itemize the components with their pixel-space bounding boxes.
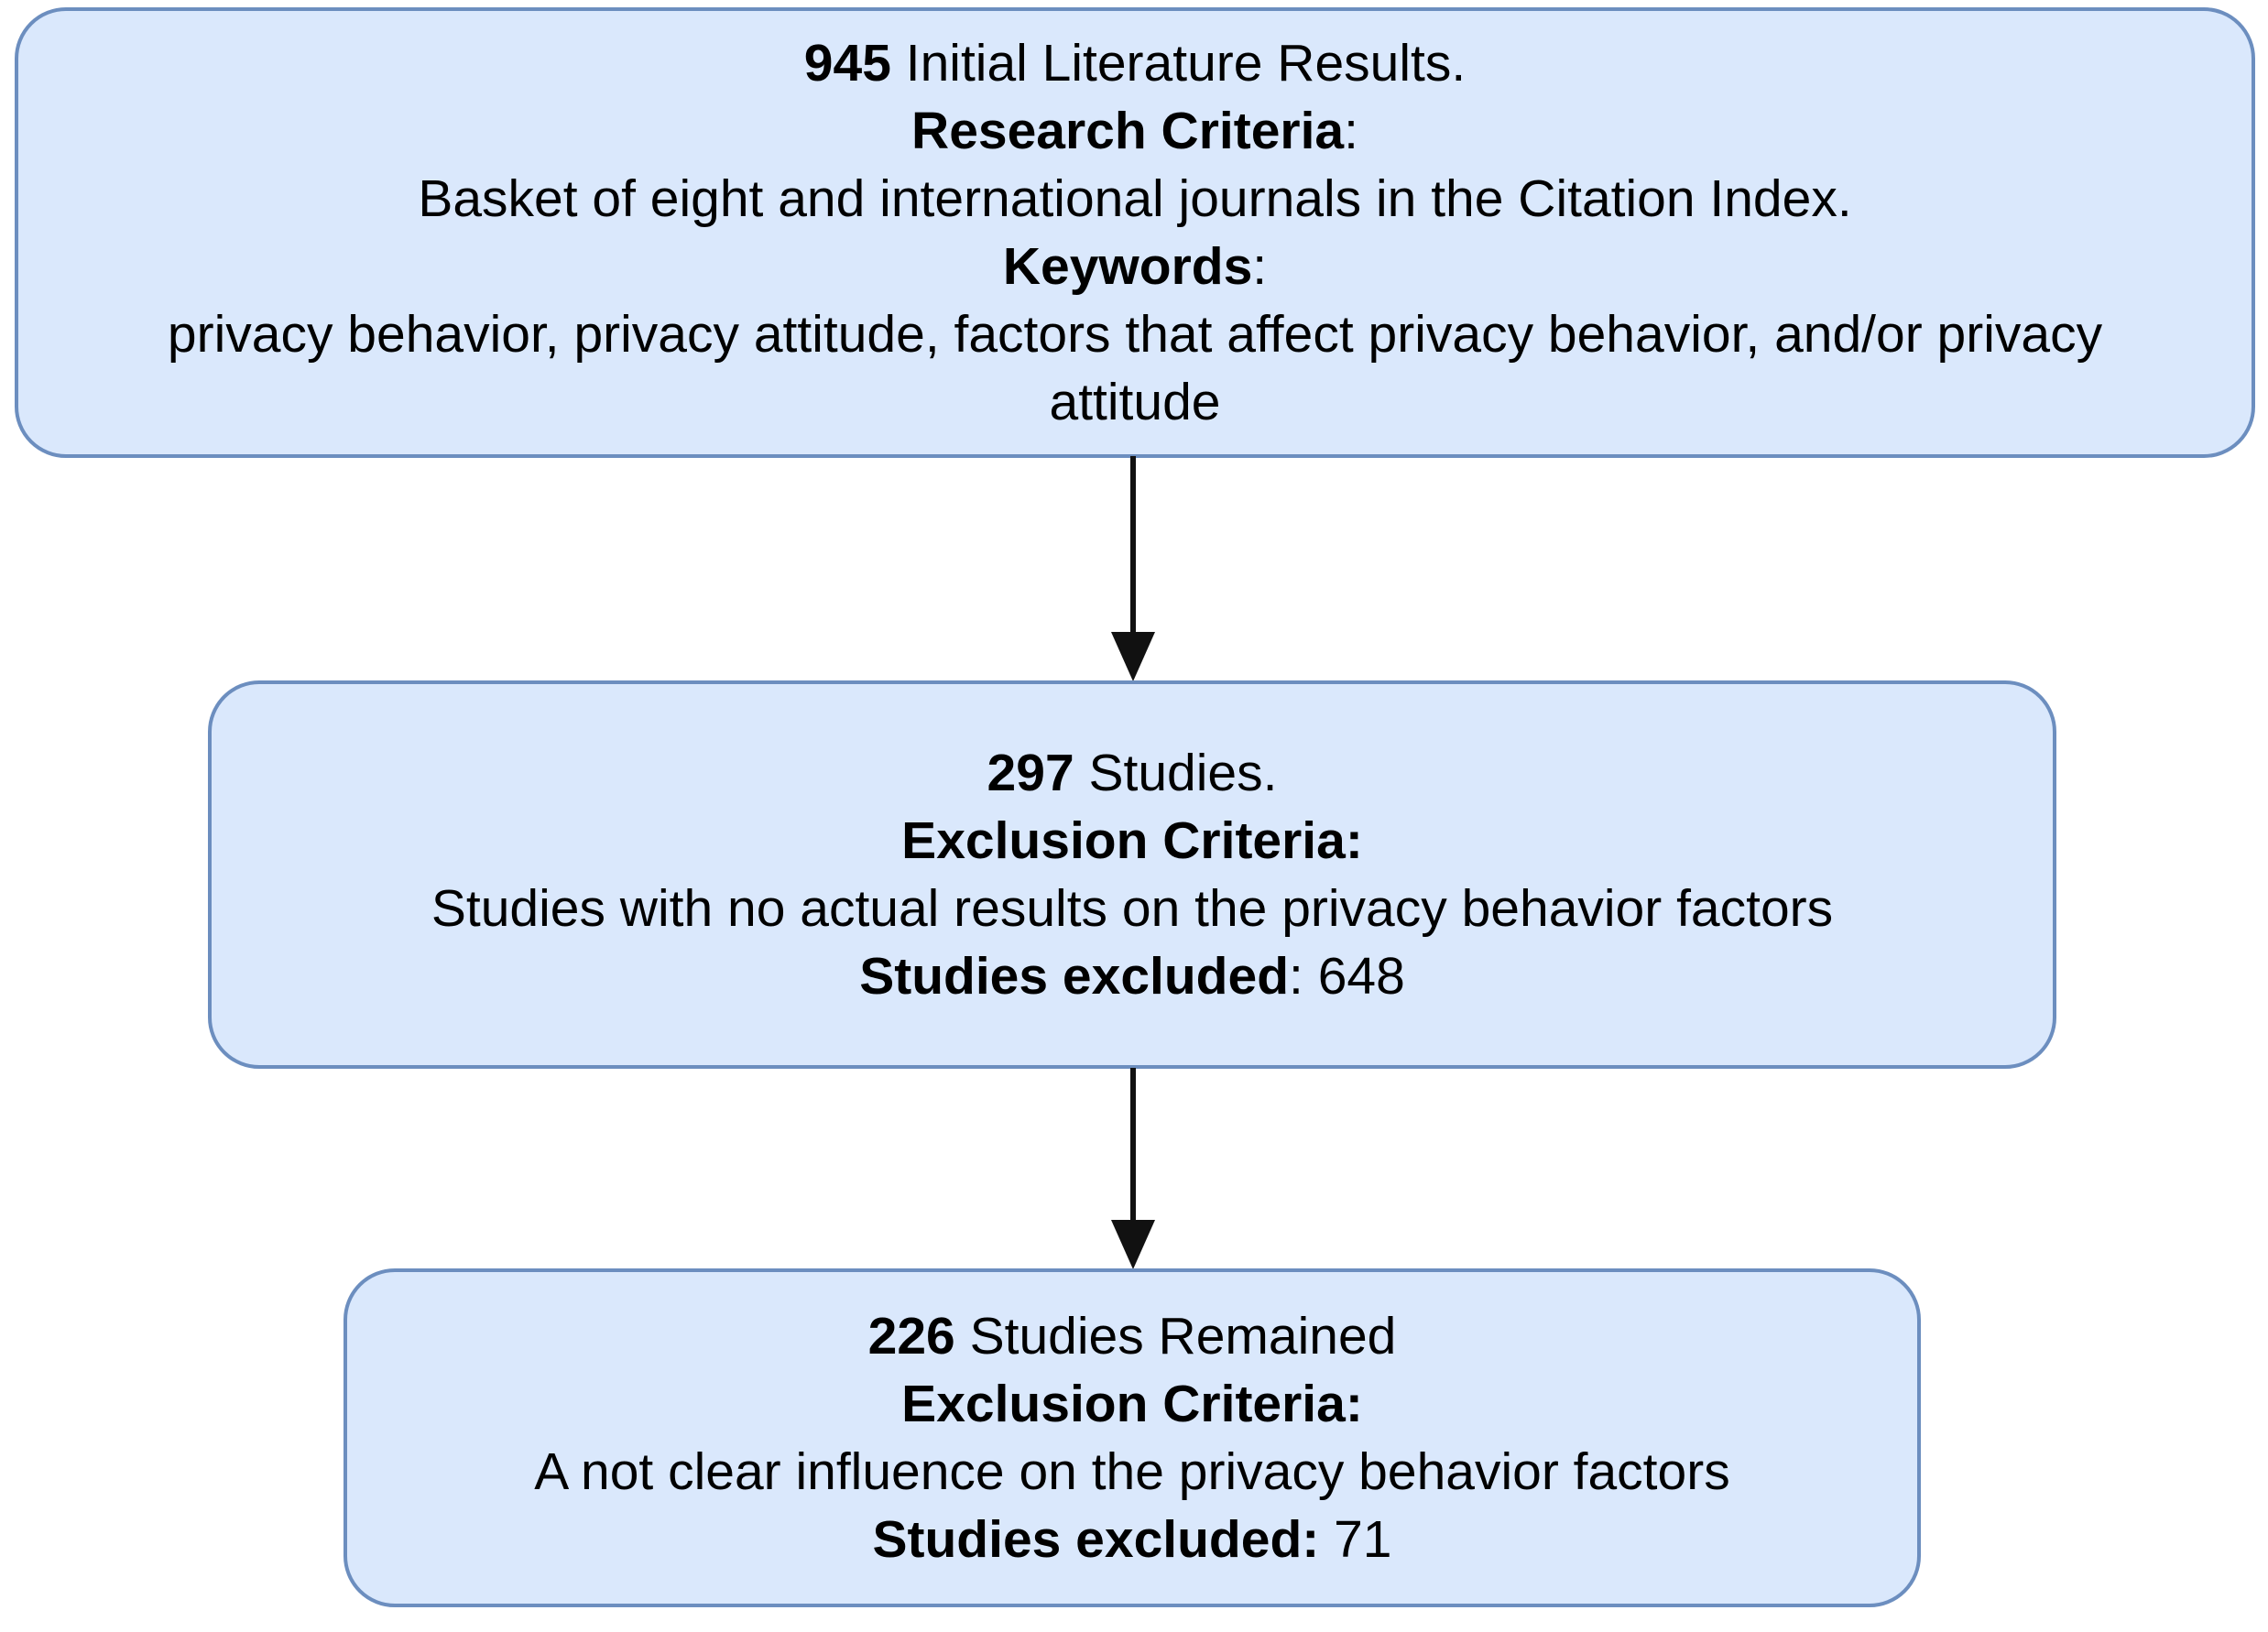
- excluded-label: Studies excluded: [859, 947, 1290, 1006]
- box-text-line: 297 Studies.: [987, 739, 1278, 807]
- connector-arrow-down-1: [1111, 456, 1155, 681]
- section-label: Keywords: [1002, 237, 1253, 296]
- flow-box-297-studies: 297 Studies. Exclusion Criteria: Studies…: [208, 680, 2056, 1069]
- section-label: Exclusion Criteria:: [901, 811, 1363, 870]
- section-label: Exclusion Criteria:: [901, 1375, 1363, 1433]
- box-text-line: 945 Initial Literature Results.: [804, 29, 1466, 97]
- box-text-line: attitude: [1050, 368, 1221, 436]
- box-text-line: Studies with no actual results on the pr…: [431, 875, 1833, 942]
- box-text-line: Studies excluded: 648: [859, 942, 1405, 1010]
- line-text: Studies Remained: [954, 1307, 1397, 1365]
- box-text-line: 226 Studies Remained: [868, 1302, 1397, 1370]
- box-text-line: Exclusion Criteria:: [901, 1370, 1363, 1438]
- count-value: 945: [803, 34, 891, 92]
- connector-arrow-down-2: [1111, 1068, 1155, 1269]
- section-label: Research Criteria: [911, 102, 1345, 160]
- excluded-value: : 648: [1289, 947, 1405, 1006]
- box-text-line: Studies excluded: 71: [872, 1506, 1391, 1573]
- line-text: Initial Literature Results.: [890, 34, 1467, 92]
- line-text: :: [1252, 237, 1268, 296]
- box-text-line: Exclusion Criteria:: [901, 807, 1363, 875]
- count-value: 297: [987, 744, 1074, 802]
- line-text: privacy behavior, privacy attitude, fact…: [167, 305, 2103, 364]
- count-value: 226: [867, 1307, 955, 1365]
- line-text: :: [1344, 102, 1358, 160]
- box-text-line: privacy behavior, privacy attitude, fact…: [168, 300, 2102, 368]
- box-text-line: Basket of eight and international journa…: [418, 165, 1851, 233]
- excluded-label: Studies excluded:: [872, 1510, 1320, 1569]
- line-text: A not clear influence on the privacy beh…: [534, 1442, 1730, 1501]
- box-text-line: Keywords:: [1003, 233, 1267, 300]
- flow-box-226-studies-remained: 226 Studies Remained Exclusion Criteria:…: [343, 1268, 1921, 1607]
- line-text: Studies with no actual results on the pr…: [431, 879, 1834, 938]
- flow-box-initial-literature-results: 945 Initial Literature Results. Research…: [15, 7, 2255, 458]
- box-text-line: A not clear influence on the privacy beh…: [534, 1438, 1729, 1506]
- excluded-value: 71: [1319, 1510, 1392, 1569]
- box-text-line: Research Criteria:: [911, 97, 1358, 165]
- line-text: attitude: [1049, 373, 1221, 431]
- line-text: Basket of eight and international journa…: [418, 169, 1852, 228]
- line-text: Studies.: [1074, 744, 1278, 802]
